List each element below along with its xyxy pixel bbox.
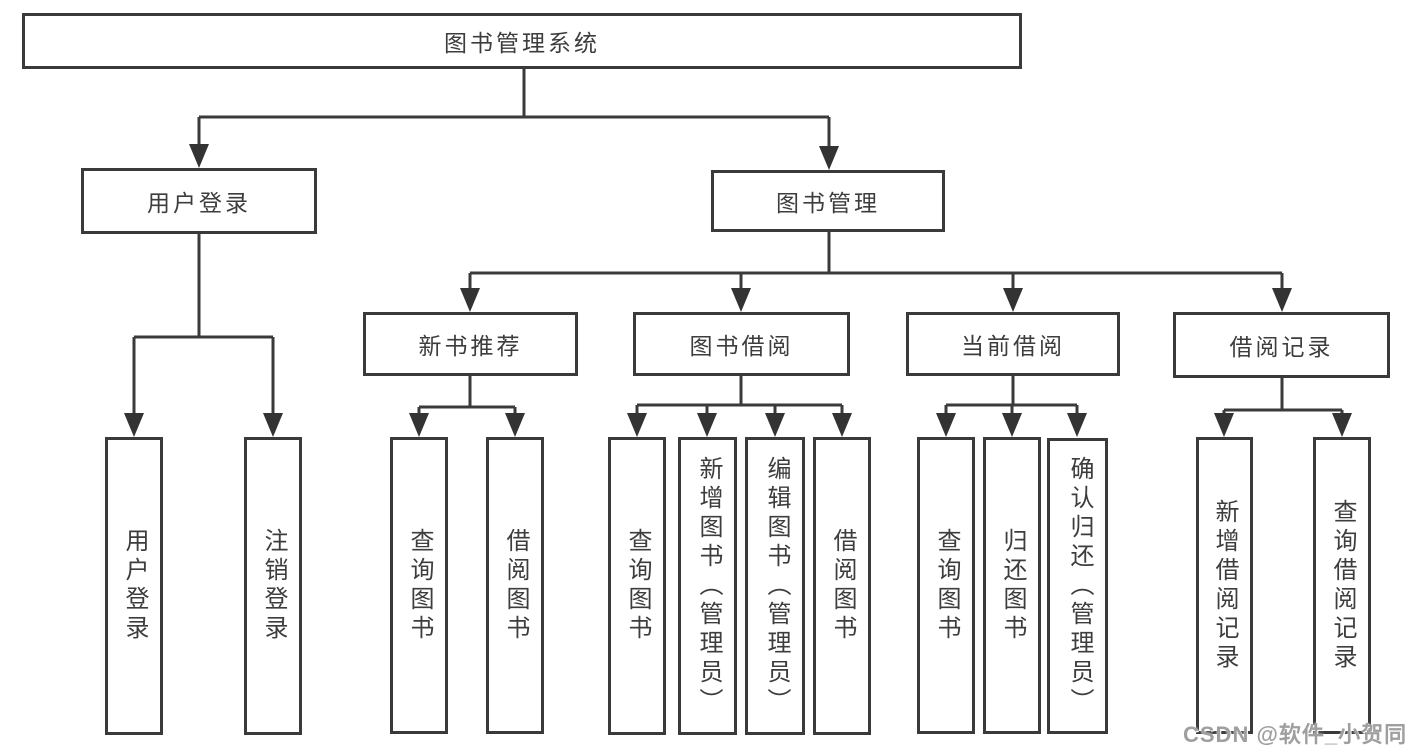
arrowhead-icon (505, 413, 525, 437)
arrowhead-icon (1002, 413, 1022, 437)
node-current-borrow: 当前借阅 (906, 312, 1120, 376)
node-leaf-borrow-books: 借阅图书 (813, 437, 871, 735)
node-book-management: 图书管理 (711, 170, 945, 232)
node-leaf-borrow-books-recommend: 借阅图书 (486, 437, 544, 734)
node-leaf-query-borrow-record: 查询借阅记录 (1313, 437, 1371, 734)
arrowhead-icon (832, 413, 852, 437)
arrowhead-icon (1272, 288, 1292, 312)
watermark: CSDN @软件_小贺同学 (1183, 722, 1405, 747)
node-leaf-add-books-admin: 新增图书（管理员） (678, 437, 737, 735)
arrowhead-icon (409, 413, 429, 437)
arrowhead-icon (936, 413, 956, 437)
arrowhead-icon (1214, 413, 1234, 437)
arrowhead-icon (731, 288, 751, 312)
node-leaf-logout-login: 注销登录 (244, 437, 302, 735)
arrowhead-icon (627, 413, 647, 437)
node-leaf-query-books-borrow: 查询图书 (608, 437, 666, 735)
arrowhead-icon (765, 413, 785, 437)
node-book-borrow: 图书借阅 (633, 312, 850, 376)
node-leaf-confirm-return-admin: 确认归还（管理员） (1047, 438, 1108, 734)
node-leaf-user-login: 用户登录 (105, 437, 163, 735)
arrowhead-icon (460, 288, 480, 312)
node-leaf-add-borrow-record: 新增借阅记录 (1196, 437, 1253, 734)
node-leaf-query-books-current: 查询图书 (917, 437, 975, 734)
arrowhead-icon (263, 413, 283, 437)
arrowhead-icon (697, 413, 717, 437)
node-leaf-edit-books-admin: 编辑图书（管理员） (745, 437, 805, 735)
arrowhead-icon (1003, 288, 1023, 312)
node-user-login: 用户登录 (81, 168, 317, 234)
node-borrow-record: 借阅记录 (1173, 312, 1390, 378)
arrowhead-icon (189, 144, 209, 168)
arrowhead-icon (1332, 413, 1352, 437)
arrowhead-icon (124, 413, 144, 437)
node-leaf-return-books: 归还图书 (983, 437, 1041, 734)
node-leaf-query-books-recommend: 查询图书 (390, 437, 448, 734)
arrowhead-icon (1067, 413, 1087, 437)
node-new-book-recommend: 新书推荐 (363, 312, 578, 376)
node-library-system: 图书管理系统 (22, 13, 1022, 69)
arrowhead-icon (819, 146, 839, 170)
